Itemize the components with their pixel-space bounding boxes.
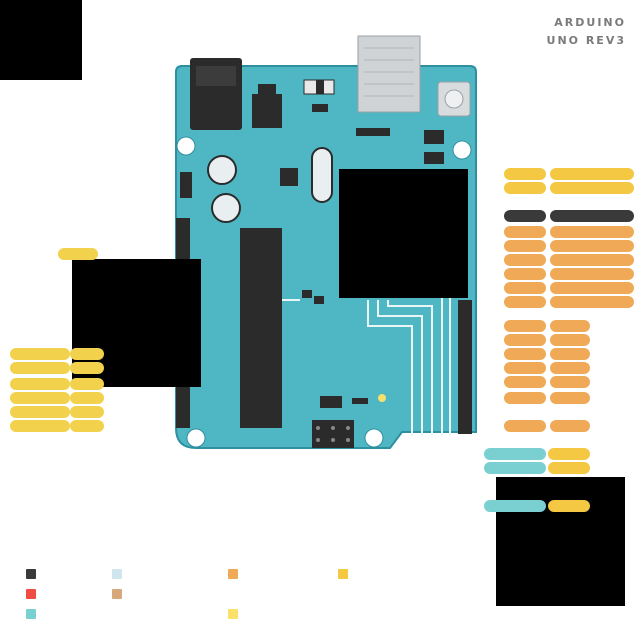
pin-label-function: [548, 500, 590, 512]
legend-item: [228, 608, 244, 620]
pin-label-name: [10, 378, 70, 390]
legend-item: [112, 588, 128, 600]
crystal-oscillator: [311, 147, 333, 203]
pin-label-function: [548, 448, 590, 460]
power-led: [378, 394, 386, 402]
pin-label-name: [504, 420, 546, 432]
pin-label-function: [550, 420, 590, 432]
pin-label-function: [550, 226, 634, 238]
pin-label-function: [550, 296, 634, 308]
legend-swatch: [26, 568, 36, 579]
legend-swatch: [228, 568, 238, 579]
legend-item: [112, 568, 128, 580]
voltage-regulator: [252, 94, 282, 128]
mounting-hole: [364, 428, 384, 448]
pin-label-function: [550, 362, 590, 374]
capacitor: [211, 193, 241, 223]
mounting-hole: [186, 428, 206, 448]
pin-label-function: [70, 362, 104, 374]
redacted-area: [0, 0, 82, 80]
pin-label-function: [550, 376, 590, 388]
pin-label-name: [504, 296, 546, 308]
redacted-area: [496, 477, 625, 606]
pin-label-name: [504, 376, 546, 388]
legend-swatch: [26, 588, 36, 599]
pin-label-name: [484, 500, 546, 512]
right-pin-header: [458, 300, 472, 434]
pin-label-name: [504, 268, 546, 280]
pin-label-function: [70, 348, 104, 360]
pin-label-name: [504, 168, 546, 180]
legend-swatch: [338, 568, 348, 579]
icsp-header-left: [180, 172, 192, 198]
pin-label-function: [70, 420, 104, 432]
capacitor: [207, 155, 237, 185]
pin-label-name: [504, 282, 546, 294]
pin-label-name: [10, 348, 70, 360]
pin-label-name: [504, 392, 546, 404]
pin-label-name: [484, 448, 546, 460]
legend-item: [26, 608, 42, 620]
redacted-area: [339, 169, 468, 298]
pin-label-name: [58, 248, 98, 260]
pin-label-name: [504, 254, 546, 266]
pin-label-name: [504, 240, 546, 252]
legend-swatch: [112, 588, 122, 599]
pin-label-name: [504, 210, 546, 222]
pin-label-name: [504, 320, 546, 332]
pin-label-name: [504, 334, 546, 346]
mounting-hole: [176, 136, 196, 156]
pin-label-function: [550, 320, 590, 332]
pin-label-name: [484, 462, 546, 474]
pin-label-function: [70, 392, 104, 404]
icsp-header: [312, 420, 354, 448]
pin-label-function: [550, 348, 590, 360]
color-legend: [0, 562, 640, 632]
pin-label-function: [70, 406, 104, 418]
mounting-hole: [452, 140, 472, 160]
pin-label-function: [550, 254, 634, 266]
pin-label-function: [550, 334, 590, 346]
legend-item: [338, 568, 354, 580]
pin-label-function: [550, 168, 634, 180]
legend-item: [26, 568, 42, 580]
legend-swatch: [26, 608, 36, 619]
pin-label-function: [550, 282, 634, 294]
pin-label-name: [10, 362, 70, 374]
pin-label-function: [550, 210, 634, 222]
pin-label-name: [10, 406, 70, 418]
pin-label-name: [10, 392, 70, 404]
pin-label-function: [550, 392, 590, 404]
pin-label-name: [504, 362, 546, 374]
pin-label-function: [70, 378, 104, 390]
pin-label-name: [504, 226, 546, 238]
pin-label-function: [550, 268, 634, 280]
legend-item: [26, 588, 42, 600]
legend-swatch: [228, 608, 238, 619]
pin-label-name: [504, 182, 546, 194]
pin-label-function: [550, 182, 634, 194]
pin-label-function: [550, 240, 634, 252]
board-title-line1: ARDUINO: [554, 16, 626, 29]
microcontroller-chip: [240, 228, 282, 428]
legend-item: [228, 568, 244, 580]
board-title-line2: UNO REV3: [546, 34, 626, 47]
usb-port: [357, 35, 421, 113]
legend-swatch: [112, 568, 122, 579]
pin-label-name: [10, 420, 70, 432]
pin-label-function: [548, 462, 590, 474]
pin-label-name: [504, 348, 546, 360]
